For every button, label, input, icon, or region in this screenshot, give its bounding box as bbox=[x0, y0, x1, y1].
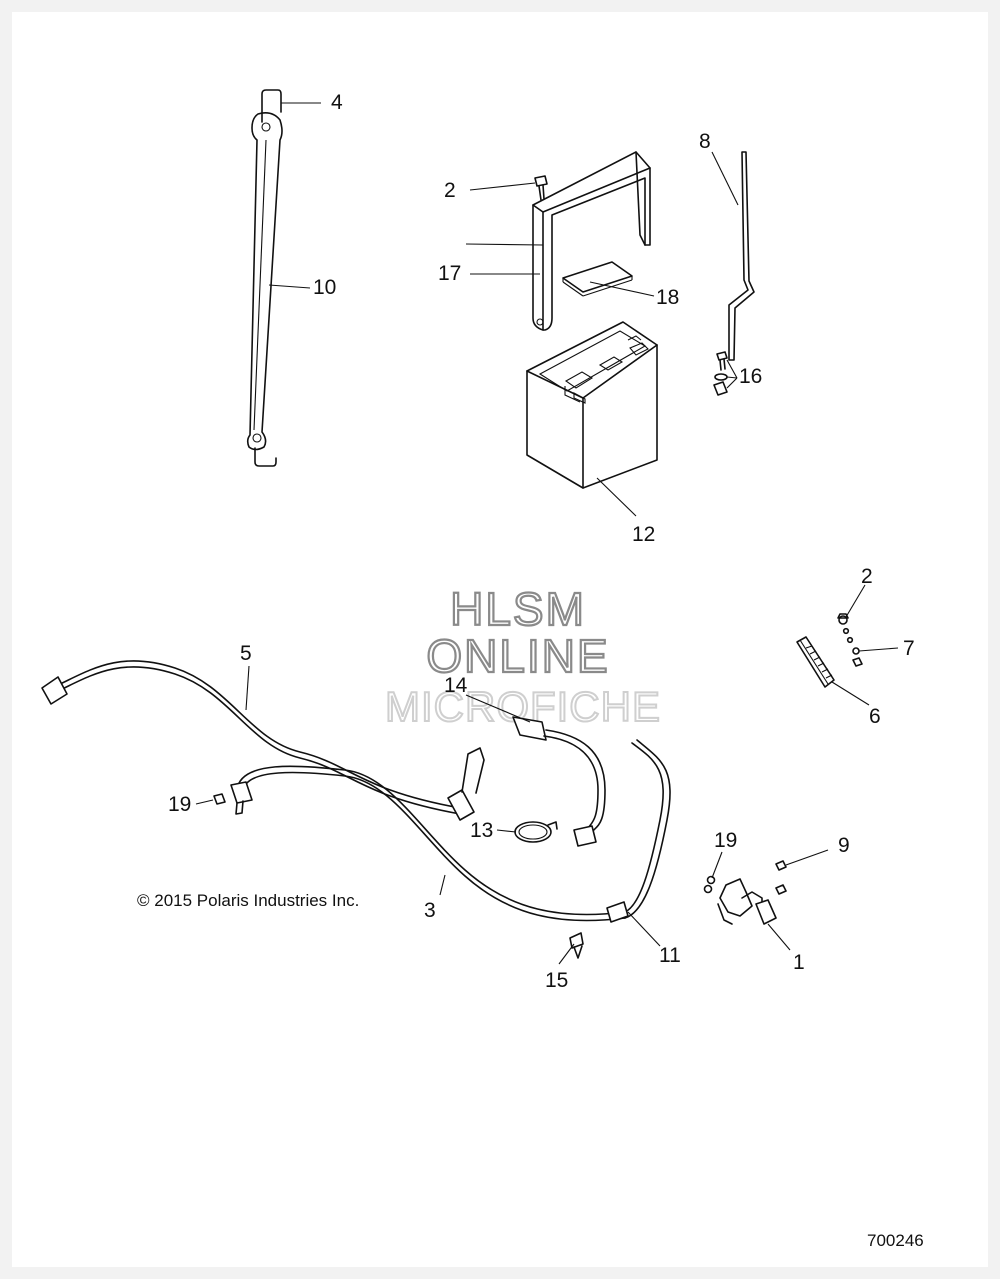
hose-clamp bbox=[514, 821, 558, 843]
callout-19-right: 19 bbox=[714, 829, 737, 852]
battery bbox=[526, 321, 658, 489]
diagram-sheet: 4 10 2 17 18 8 bbox=[12, 12, 988, 1267]
ground-cable bbox=[230, 739, 671, 923]
watermark-online: ONLINE bbox=[426, 630, 609, 682]
callout-12: 12 bbox=[632, 523, 655, 546]
callout-7: 7 bbox=[903, 637, 915, 660]
bracket-bolt bbox=[534, 175, 548, 201]
callout-17: 17 bbox=[438, 262, 461, 285]
callout-5: 5 bbox=[240, 642, 252, 665]
watermark: HLSM ONLINE MICROFICHE bbox=[384, 582, 661, 731]
watermark-hlsm: HLSM bbox=[450, 583, 586, 635]
callout-6: 6 bbox=[869, 705, 881, 728]
callout-10: 10 bbox=[313, 276, 336, 299]
copyright-text: © 2015 Polaris Industries Inc. bbox=[137, 891, 359, 910]
battery-bracket bbox=[532, 151, 651, 331]
wire-harness bbox=[41, 660, 485, 821]
callout-2-terminal: 2 bbox=[861, 565, 873, 588]
relay-assembly bbox=[703, 860, 787, 925]
callout-16: 16 bbox=[739, 365, 762, 388]
callout-11: 11 bbox=[659, 944, 681, 967]
callout-1: 1 bbox=[793, 951, 805, 974]
bracket-pad bbox=[562, 261, 633, 297]
battery-strap bbox=[246, 89, 283, 467]
callout-18: 18 bbox=[656, 286, 679, 309]
callout-13: 13 bbox=[470, 819, 493, 842]
positive-cable bbox=[512, 716, 606, 847]
callout-4: 4 bbox=[331, 91, 343, 114]
clip bbox=[728, 151, 755, 361]
parts-diagram: 4 10 2 17 18 8 bbox=[41, 89, 924, 1250]
callout-14: 14 bbox=[444, 674, 468, 697]
callout-3: 3 bbox=[424, 899, 436, 922]
push-rivet bbox=[569, 932, 584, 959]
callout-2-bracket: 2 bbox=[444, 179, 456, 202]
callout-9: 9 bbox=[838, 834, 850, 857]
nut-left bbox=[213, 793, 226, 805]
terminal-block bbox=[796, 613, 863, 688]
figure-id: 700246 bbox=[867, 1231, 924, 1250]
terminal-hardware bbox=[713, 351, 728, 396]
callout-8: 8 bbox=[699, 130, 711, 153]
callout-15: 15 bbox=[545, 969, 568, 992]
callout-19-left: 19 bbox=[168, 793, 191, 816]
